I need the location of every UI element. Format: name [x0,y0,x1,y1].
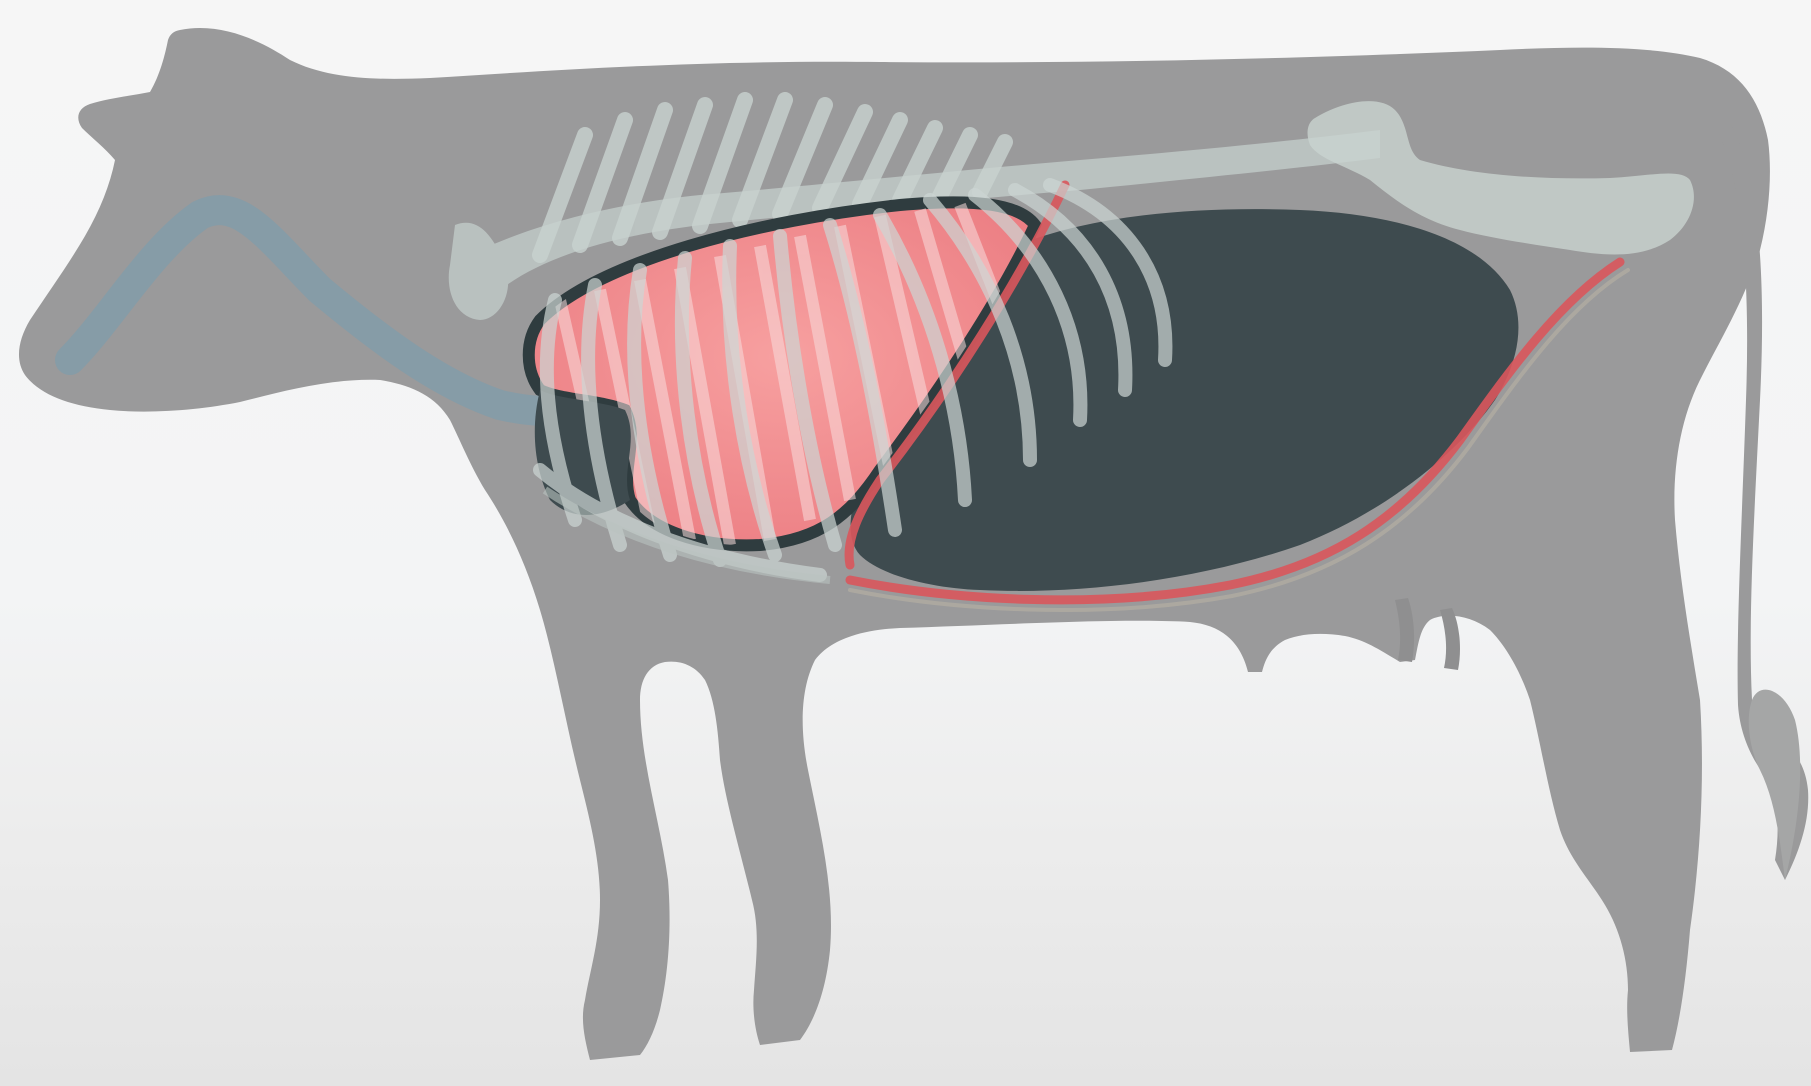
cow-anatomy-illustration [0,0,1811,1086]
diagram-canvas [0,0,1811,1086]
